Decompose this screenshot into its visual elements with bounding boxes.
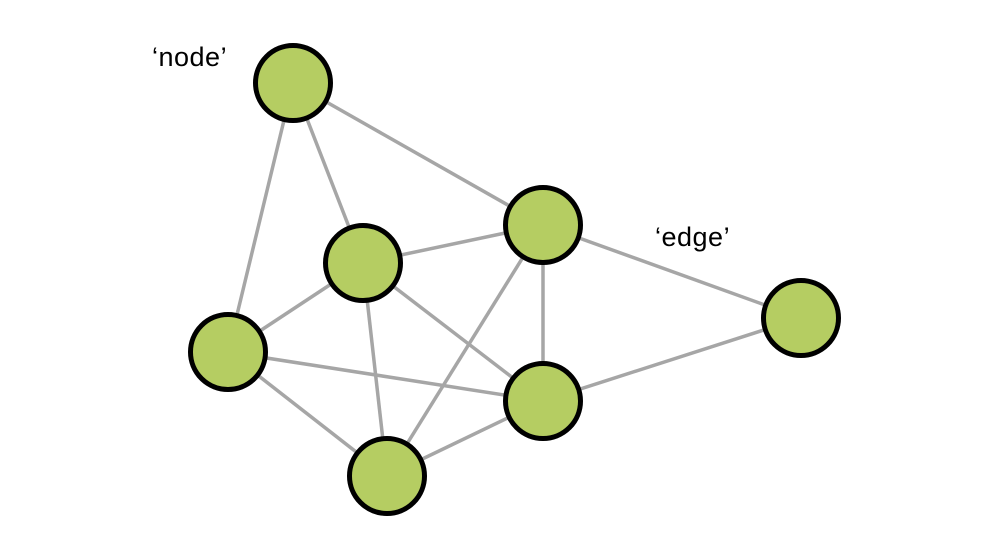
graph-node-E <box>503 361 583 441</box>
graph-node-D <box>188 312 268 392</box>
graph-edge-A-C <box>292 81 544 227</box>
graph-edge-C-F <box>385 224 545 477</box>
graph-node-G <box>761 278 841 358</box>
graph-edge-E-G <box>542 316 802 403</box>
graph-node-A <box>253 43 333 123</box>
graph-node-F <box>347 436 427 516</box>
graph-edge-D-E <box>227 350 544 403</box>
graph-node-B <box>323 223 403 303</box>
graph-edge-A-D <box>226 82 295 353</box>
node-label: ‘node’ <box>152 42 228 72</box>
edge-label: ‘edge’ <box>655 222 731 252</box>
graph-edge-C-G <box>542 223 802 320</box>
graph-node-C <box>503 185 583 265</box>
